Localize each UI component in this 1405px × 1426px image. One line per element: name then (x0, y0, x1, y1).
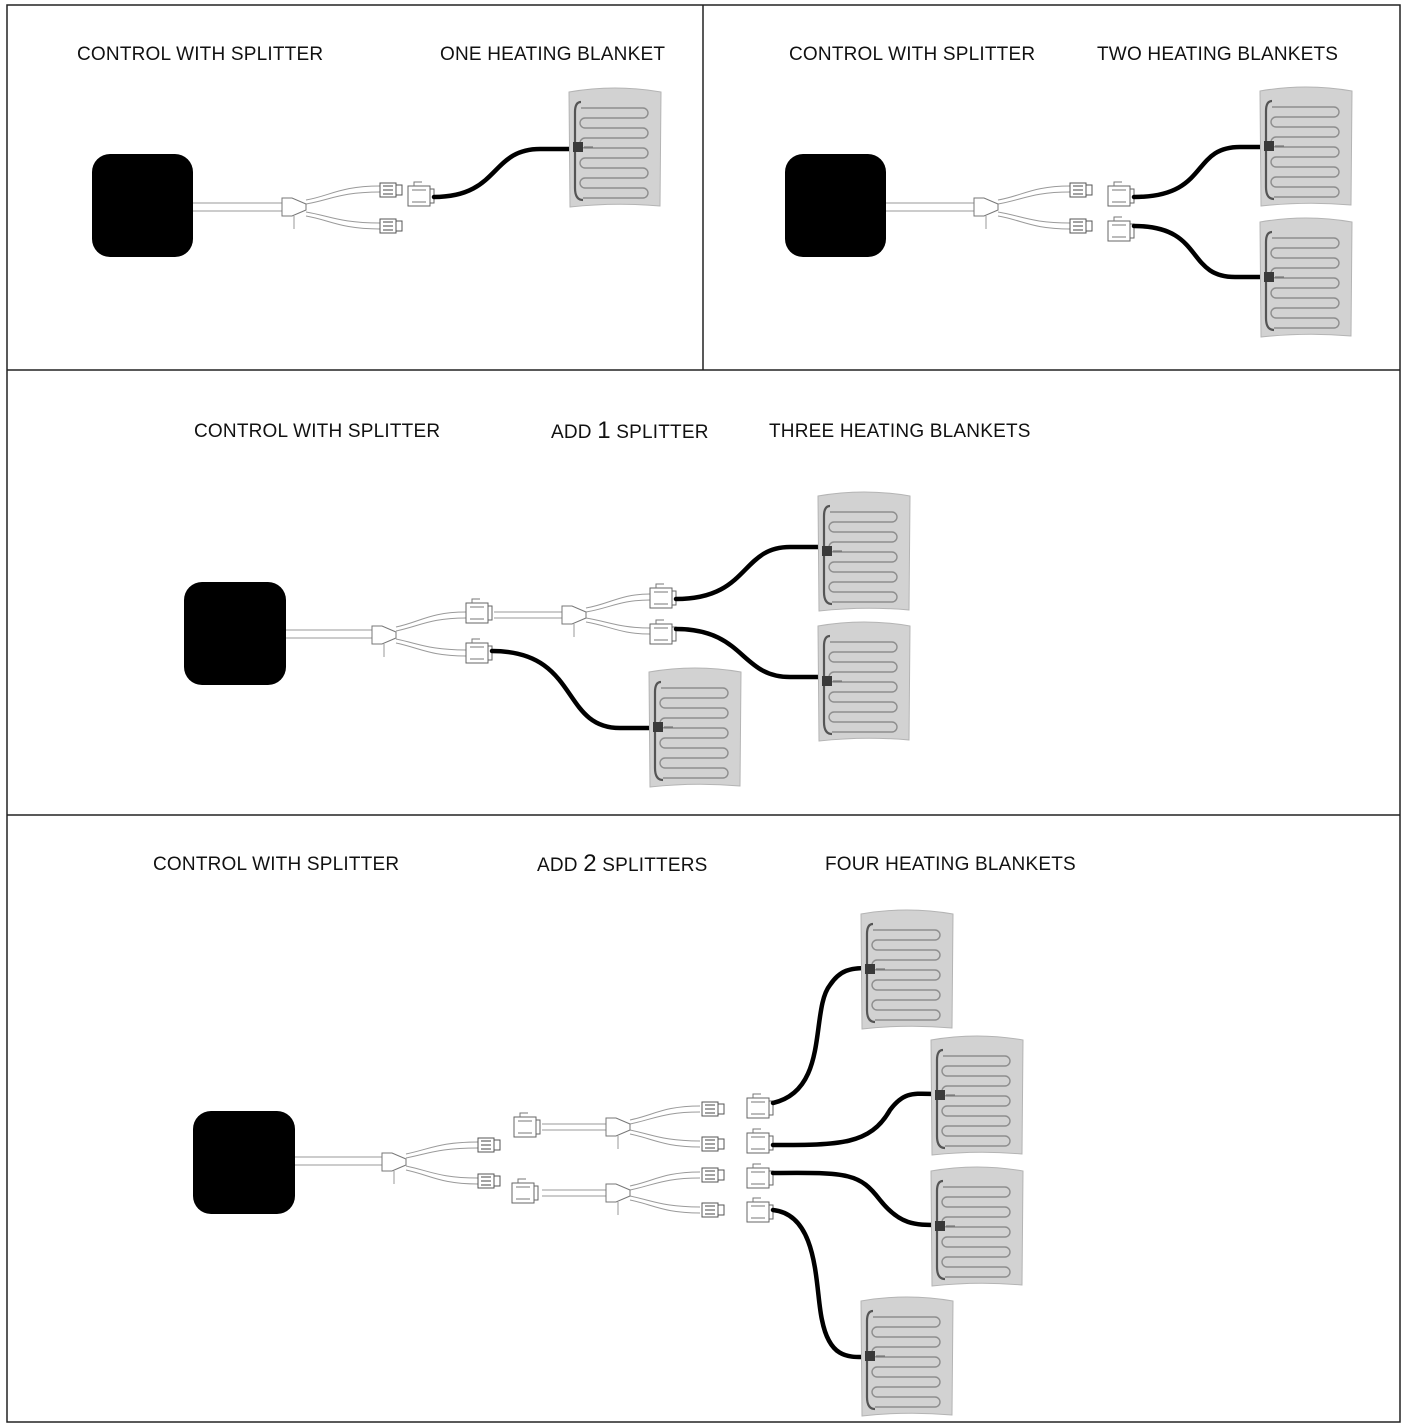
add-suffix: SPLITTER (610, 422, 709, 443)
blanket-lead-wire (770, 1170, 941, 1228)
heating-blanket (1258, 85, 1354, 208)
add-suffix: SPLITTERS (596, 855, 708, 876)
connector-plug (379, 182, 403, 198)
heating-blanket (816, 490, 912, 613)
heating-blanket (859, 908, 955, 1031)
blanket-connector (746, 1093, 774, 1119)
connector-plug (1069, 182, 1093, 198)
control-with-splitter-label: CONTROL WITH SPLITTER (194, 421, 441, 442)
added-splitter-connector (511, 1178, 539, 1204)
blanket-connector (407, 181, 435, 207)
heating-blanket (1258, 216, 1354, 339)
splitter-cable (295, 1105, 701, 1214)
control-with-splitter-label: CONTROL WITH SPLITTER (77, 44, 324, 65)
added-y-splitter (561, 605, 587, 638)
heating-blanket (929, 1034, 1025, 1157)
added-y-splitter (605, 1117, 631, 1150)
connector-plug (701, 1167, 725, 1183)
control-unit (785, 154, 886, 257)
blanket-connector (1107, 181, 1135, 207)
add-number: 2 (583, 850, 597, 877)
add-splitter-label: ADD 2 SPLITTERS (537, 850, 708, 878)
add-number: 1 (597, 417, 611, 444)
panel-one-blanket (92, 86, 663, 257)
heating-blanket (567, 86, 663, 209)
connector-plug (701, 1101, 725, 1117)
splitter-cable (286, 593, 651, 657)
connector-plug (379, 218, 403, 234)
blanket-connector (746, 1197, 774, 1223)
blanket-lead-wire (770, 1091, 943, 1148)
control-unit (193, 1111, 295, 1214)
blanket-count-label: ONE HEATING BLANKET (440, 44, 666, 65)
blanket-connector (746, 1163, 774, 1189)
control-with-splitter-label: CONTROL WITH SPLITTER (789, 44, 1036, 65)
blanket-lead-wire (673, 544, 829, 602)
added-y-splitter (605, 1183, 631, 1216)
y-splitter (281, 197, 307, 230)
add-prefix: ADD (537, 855, 584, 876)
connector-plug (701, 1202, 725, 1218)
blanket-lead-wire (673, 626, 829, 680)
add-splitter-label: ADD 1 SPLITTER (551, 417, 709, 445)
y-splitter (371, 625, 397, 658)
panel-four-blankets (193, 908, 1025, 1418)
heating-blanket (859, 1295, 955, 1418)
blanket-lead-wire (770, 1207, 871, 1360)
added-splitter-connector (513, 1112, 541, 1138)
connector-plug (701, 1136, 725, 1152)
blanket-connector (746, 1128, 774, 1154)
blanket-lead-wire (431, 146, 581, 200)
control-unit (92, 154, 193, 257)
blanket-count-label: THREE HEATING BLANKETS (769, 421, 1031, 442)
connector-plug (477, 1137, 501, 1153)
control-with-splitter-label: CONTROL WITH SPLITTER (153, 854, 400, 875)
blanket-count-label: FOUR HEATING BLANKETS (825, 854, 1076, 875)
blanket-lead-wire (489, 648, 660, 731)
heating-blanket (816, 620, 912, 743)
blanket-count-label: TWO HEATING BLANKETS (1097, 44, 1339, 65)
blanket-connector (1107, 216, 1135, 242)
heating-blanket (647, 666, 743, 789)
panel-two-blankets (785, 85, 1354, 339)
blanket-connector (649, 583, 677, 609)
panel-three-blankets (184, 490, 912, 789)
connector-plug (1069, 218, 1093, 234)
blanket-lead-wire (1131, 223, 1271, 280)
add-prefix: ADD (551, 422, 598, 443)
connector-plug (477, 1173, 501, 1189)
panel-frames (6, 4, 1401, 1423)
blanket-lead-wire (1131, 144, 1271, 200)
blanket-connector (465, 638, 493, 664)
control-unit (184, 582, 286, 685)
blanket-connector (649, 619, 677, 645)
y-splitter (973, 197, 999, 230)
splitter-cable (886, 185, 1071, 230)
heating-blanket (929, 1165, 1025, 1288)
splitter-cable (193, 185, 381, 230)
blanket-lead-wire (770, 965, 871, 1106)
added-splitter-connector (465, 598, 493, 624)
y-splitter (381, 1152, 407, 1185)
